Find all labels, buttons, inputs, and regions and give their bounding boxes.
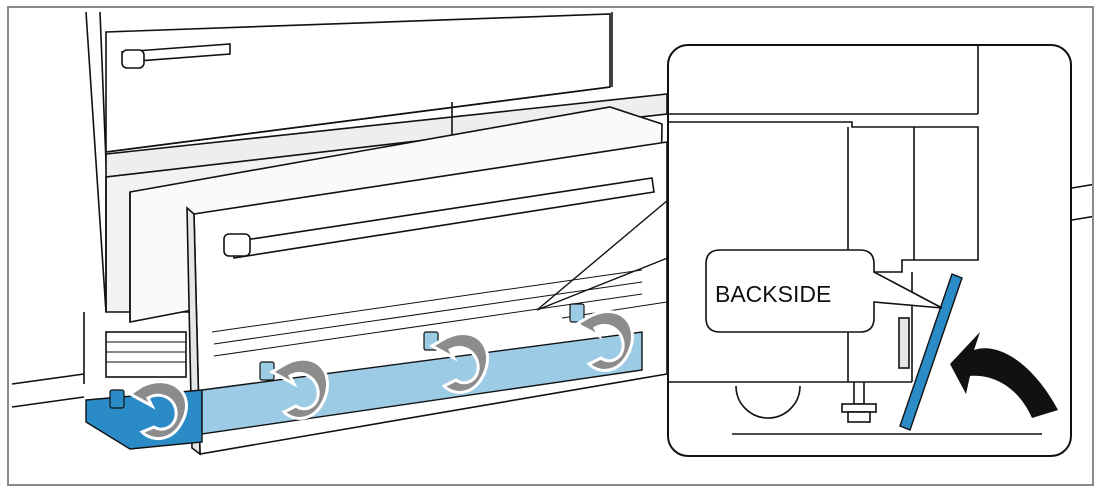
detail-inset: BACKSIDE [668, 45, 1071, 456]
installation-illustration: BACKSIDE [9, 8, 1094, 486]
backside-label: BACKSIDE [715, 281, 831, 307]
illustration-frame: BACKSIDE [7, 6, 1094, 486]
